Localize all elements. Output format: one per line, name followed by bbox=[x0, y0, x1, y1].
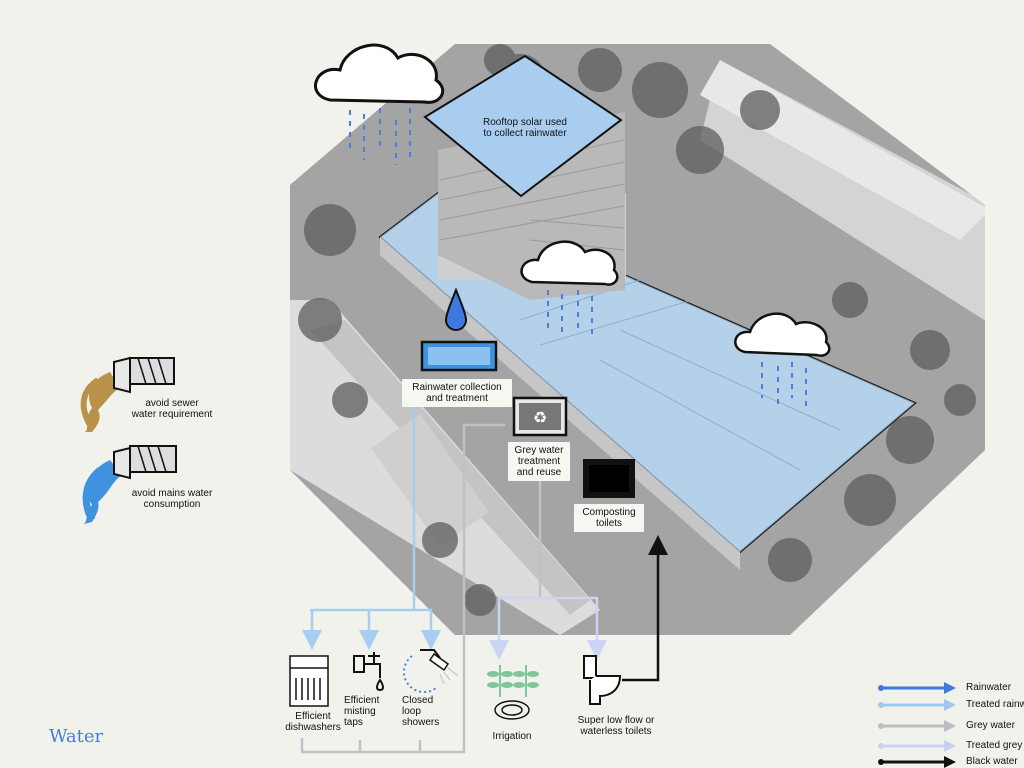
recycle-icon: ♻ bbox=[512, 396, 568, 437]
legend-item-black-water: Black water bbox=[878, 755, 1024, 768]
rain-drops bbox=[349, 108, 411, 165]
composter-icon bbox=[583, 459, 635, 498]
aerial-view bbox=[290, 44, 985, 635]
toilet-icon bbox=[583, 655, 622, 705]
dishwasher-icon bbox=[289, 655, 329, 707]
legend-item-rainwater: Rainwater bbox=[878, 681, 1024, 695]
pipe-icon bbox=[82, 445, 177, 524]
black-water-flow bbox=[622, 535, 668, 682]
legend-item-treated-grey: Treated grey bbox=[878, 739, 1024, 753]
legend-item-treated-rainwater: Treated rainw bbox=[878, 698, 1024, 712]
rain-drop-icon bbox=[444, 287, 468, 331]
svg-text:♻: ♻ bbox=[533, 408, 547, 427]
cloud-icon bbox=[734, 312, 831, 357]
plant-icon bbox=[487, 665, 539, 720]
treated-rainwater-flow bbox=[302, 405, 441, 650]
treated-grey-flow bbox=[489, 596, 607, 660]
irrigation-label: Irrigation bbox=[492, 731, 532, 742]
legend-item-grey-water: Grey water bbox=[878, 719, 1024, 733]
page-title: Water bbox=[49, 726, 104, 747]
cloud-icon bbox=[520, 240, 619, 286]
pipe-icon bbox=[80, 356, 175, 432]
grey-water-flow bbox=[300, 423, 542, 754]
shower-icon bbox=[403, 649, 459, 693]
tap-icon bbox=[353, 652, 384, 692]
cloud-icon bbox=[314, 43, 445, 104]
